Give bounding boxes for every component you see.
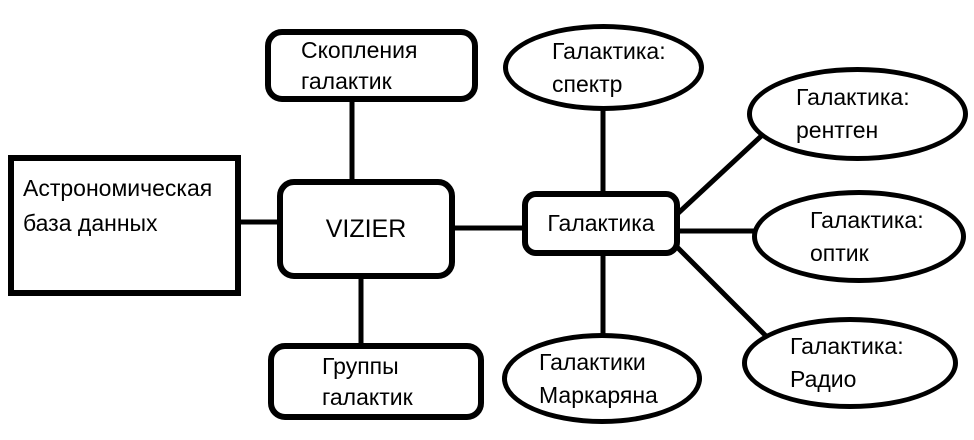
node-label-line: Галактика [547, 210, 655, 236]
node-label-line: база данных [23, 210, 158, 236]
edge-galaxy-xray [672, 124, 774, 219]
node-label-line: галактик [301, 67, 392, 94]
node-label-line: Галактика: [810, 206, 924, 233]
node-label-line: оптик [810, 239, 869, 266]
node-label-line: Скопления [301, 36, 418, 63]
node-galaxy-radio: Галактика: Радио [742, 317, 958, 409]
node-label-line: рентген [796, 117, 879, 143]
node-galaxy-groups: Группы галактик [268, 343, 484, 420]
node-label-line: галактик [322, 383, 413, 410]
node-label-line: Радио [790, 366, 857, 392]
node-label-line: Астрономическая [23, 175, 213, 201]
node-markarian-galaxies: Галактики Маркаряна [502, 333, 702, 424]
node-label-line: спектр [552, 70, 623, 97]
node-label-line: Галактики [539, 348, 646, 375]
node-galaxy-optic: Галактика: оптик [752, 190, 966, 283]
node-label-line: Галактика: [552, 37, 666, 64]
node-galaxy-clusters: Скопления галактик [265, 29, 478, 102]
node-label-line: Галактика: [790, 333, 904, 359]
node-label-line: Группы [322, 352, 399, 379]
node-vizier: VIZIER [277, 179, 455, 279]
node-label-line: Галактика: [796, 84, 910, 110]
node-galaxy-xray: Галактика: рентген [747, 67, 968, 161]
node-galaxy: Галактика [522, 191, 680, 256]
node-label-line: Маркаряна [539, 381, 658, 408]
node-galaxy-spectrum: Галактика: спектр [503, 24, 704, 111]
node-astronomical-database: Астрономическая база данных [8, 155, 241, 296]
node-label-line: VIZIER [325, 214, 407, 243]
edge-galaxy-radio [674, 244, 774, 344]
